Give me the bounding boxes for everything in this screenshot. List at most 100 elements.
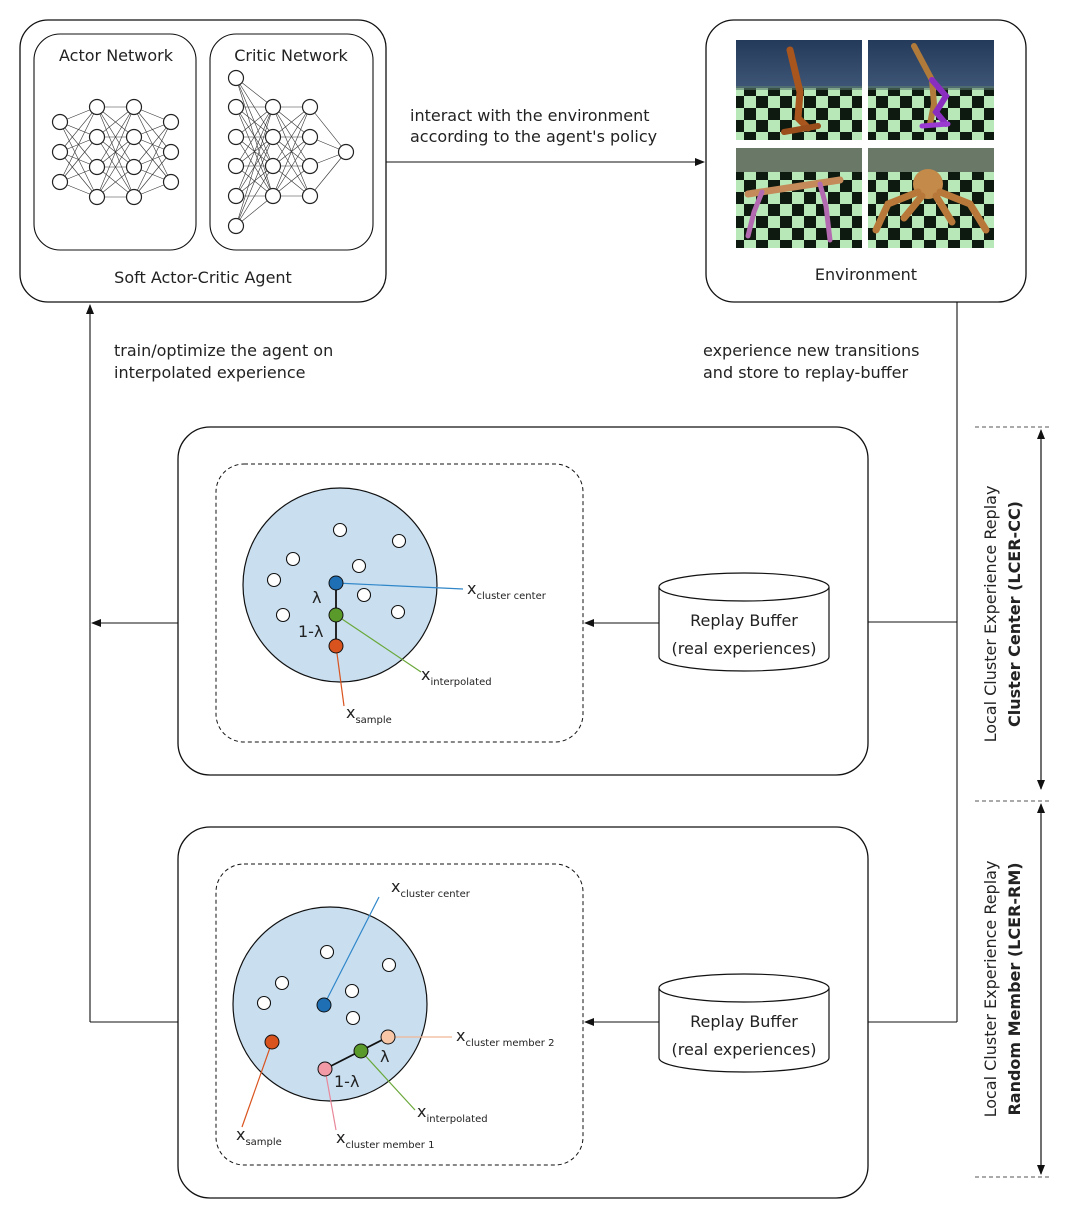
side-brackets (975, 426, 1050, 1178)
environment-title: Environment (815, 265, 917, 284)
env-panel-ant (868, 148, 994, 248)
rm-center-label: xcluster center (391, 877, 471, 900)
network-node (264, 187, 282, 205)
network-node (51, 143, 69, 161)
cc-cluster-points (266, 522, 407, 623)
rm-cluster-points (256, 944, 397, 1026)
cc-interp-label: xinterpolated (421, 665, 492, 688)
cc-side-label-line1: Local Cluster Experience Replay (981, 486, 1000, 743)
network-edge (235, 165, 274, 227)
network-node (227, 69, 245, 87)
network-node (51, 173, 69, 191)
rm-interp-pointer (360, 1050, 416, 1111)
network-edge (272, 136, 311, 197)
train-label-line1: train/optimize the agent on (114, 341, 333, 360)
network-node (227, 128, 245, 146)
network-node (125, 98, 143, 116)
cc-center-pointer (335, 582, 464, 590)
cluster-point (256, 995, 272, 1011)
cc-buffer-label-line2: (real experiences) (672, 639, 817, 658)
rm-replay-buffer: Replay Buffer (real experiences) (658, 973, 830, 1073)
network-node (227, 98, 245, 116)
network-edge (133, 121, 172, 198)
env-panel-hopper (736, 40, 862, 140)
rm-member1-pointer (324, 1068, 337, 1131)
rm-interpolated-point (353, 1043, 369, 1059)
network-edge (96, 106, 135, 198)
actor-network-label: Actor Network (59, 46, 174, 65)
network-node (162, 143, 180, 161)
network-node (227, 217, 245, 235)
rm-buffer-label-line1: Replay Buffer (690, 1012, 798, 1031)
env-panel-walker (868, 40, 994, 140)
network-edge (96, 106, 135, 168)
rm-side-label: Local Cluster Experience Replay Random M… (981, 861, 1024, 1118)
network-edge (235, 106, 274, 197)
cluster-point (285, 551, 301, 567)
network-node (264, 128, 282, 146)
rm-member1-label: xcluster member 1 (336, 1128, 434, 1151)
actor-network-graph (51, 98, 180, 206)
interact-label-line1: interact with the environment (410, 106, 650, 125)
lcer-rm-module: λ 1-λ xcluster center xcluster member 2 … (177, 826, 869, 1199)
cluster-point (351, 558, 367, 574)
cluster-point (274, 975, 290, 991)
interact-label-line2: according to the agent's policy (410, 127, 657, 146)
network-node (125, 158, 143, 176)
cluster-point (390, 604, 406, 620)
cluster-point (275, 607, 291, 623)
network-node (264, 98, 282, 116)
cluster-point (319, 944, 335, 960)
rm-member2-label: xcluster member 2 (456, 1026, 554, 1049)
network-node (88, 128, 106, 146)
rm-member1-point (317, 1061, 333, 1077)
network-edge (59, 136, 98, 183)
rm-buffer-label-line2: (real experiences) (672, 1040, 817, 1059)
rm-one-minus-lambda-label: 1-λ (334, 1072, 359, 1091)
cc-one-minus-lambda-label: 1-λ (298, 622, 323, 641)
cc-interpolated-point (328, 607, 344, 623)
rm-member2-point (380, 1029, 396, 1045)
network-edge (235, 106, 274, 167)
cc-sample-label: xsample (346, 703, 392, 726)
rm-cluster-center-point (316, 997, 332, 1013)
cc-side-label-line2: Cluster Center (LCER-CC) (1005, 501, 1024, 727)
network-node (337, 143, 355, 161)
network-edge (309, 106, 347, 153)
network-node (88, 188, 106, 206)
cluster-point (344, 983, 360, 999)
network-node (227, 187, 245, 205)
rm-interp-label: xinterpolated (417, 1102, 488, 1125)
network-edge (59, 106, 98, 153)
network-edge (133, 151, 172, 198)
critic-network-label: Critic Network (234, 46, 348, 65)
network-node (301, 187, 319, 205)
network-edge (235, 136, 274, 227)
network-node (301, 98, 319, 116)
network-node (125, 128, 143, 146)
rm-side-label-line2: Random Member (LCER-RM) (1005, 862, 1024, 1115)
network-node (301, 157, 319, 175)
network-edge (133, 121, 172, 168)
cluster-point (345, 1010, 361, 1026)
cc-sample-point (328, 638, 344, 654)
cc-center-label: xcluster center (467, 579, 547, 602)
network-node (51, 113, 69, 131)
rm-sample-point (264, 1034, 280, 1050)
rm-lambda-label: λ (380, 1047, 389, 1066)
agent-box: Actor Network Critic Network Soft Actor-… (19, 19, 387, 303)
network-node (264, 157, 282, 175)
network-node (88, 158, 106, 176)
cc-replay-buffer: Replay Buffer (real experiences) (658, 572, 830, 672)
cluster-point (266, 572, 282, 588)
network-node (162, 113, 180, 131)
cc-side-label: Local Cluster Experience Replay Cluster … (981, 486, 1024, 743)
rm-side-label-line1: Local Cluster Experience Replay (981, 861, 1000, 1118)
cc-lambda-label: λ (312, 588, 321, 607)
cluster-point (356, 587, 372, 603)
experience-label-line1: experience new transitions (703, 341, 919, 360)
network-node (88, 98, 106, 116)
cc-buffer-label-line1: Replay Buffer (690, 611, 798, 630)
network-node (162, 173, 180, 191)
